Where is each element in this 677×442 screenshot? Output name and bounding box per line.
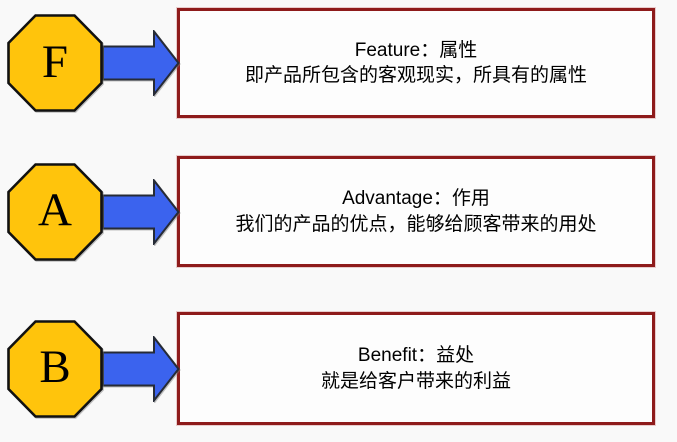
box-title: Feature：属性 [354, 39, 478, 61]
definition-box-feature: Feature：属性 即产品所包含的客观现实，所具有的属性 [177, 8, 655, 118]
box-description: 就是给客户带来的利益 [320, 370, 511, 392]
right-arrow-icon [102, 30, 180, 96]
octagon-letter: A [38, 184, 72, 236]
definition-box-benefit: Benefit：益处 就是给客户带来的利益 [177, 312, 655, 425]
box-description: 我们的产品的优点，能够给顾客带来的用处 [235, 213, 597, 235]
octagon-letter: B [39, 341, 71, 393]
definition-box-advantage: Advantage：作用 我们的产品的优点，能够给顾客带来的用处 [177, 156, 655, 267]
octagon-feature: F [7, 14, 103, 112]
right-arrow-icon [102, 335, 180, 402]
row-advantage: A Advantage：作用 我们的产品的优点，能够给顾客带来的用处 [0, 156, 677, 267]
octagon-shape-icon [7, 319, 103, 418]
box-title: Benefit：益处 [357, 345, 475, 367]
box-description: 即产品所包含的客观现实，所具有的属性 [244, 65, 587, 86]
row-feature: F Feature：属性 即产品所包含的客观现实，所具有的属性 [0, 8, 677, 118]
octagon-benefit: B [7, 319, 103, 418]
box-title: Advantage：作用 [342, 188, 490, 210]
row-benefit: B Benefit：益处 就是给客户带来的利益 [0, 312, 677, 425]
octagon-advantage: A [7, 162, 103, 261]
right-arrow-icon [102, 178, 180, 245]
octagon-letter: F [41, 35, 69, 88]
octagon-shape-icon [7, 14, 103, 112]
octagon-shape-icon [7, 162, 103, 261]
